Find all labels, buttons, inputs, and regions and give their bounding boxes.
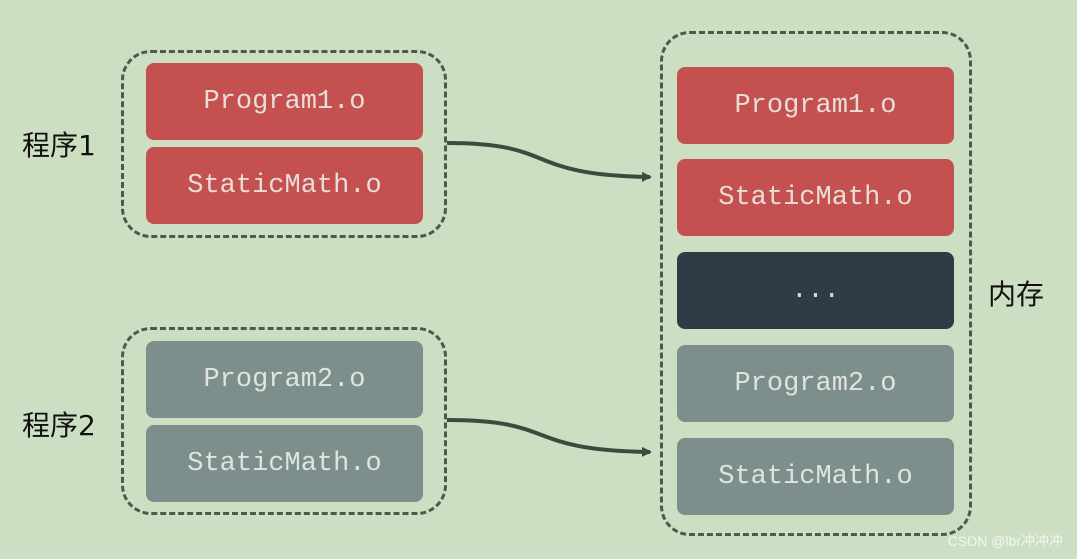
memory-ellipsis-block: ... [677, 252, 954, 329]
program2-label: 程序2 [22, 409, 96, 442]
memory-staticmath1-block: StaticMath.o [677, 159, 954, 236]
watermark: CSDN @lbr冲冲冲 [947, 533, 1063, 549]
program1-label: 程序1 [22, 129, 96, 162]
arrow-program1-to-memory [446, 141, 652, 182]
memory-group [660, 31, 972, 536]
program2-staticmath-block: StaticMath.o [146, 425, 423, 502]
program2-object-block: Program2.o [146, 341, 423, 418]
arrow-program2-to-memory [446, 418, 652, 457]
memory-label: 内存 [988, 278, 1045, 311]
program1-object-block: Program1.o [146, 63, 423, 140]
program1-staticmath-block: StaticMath.o [146, 147, 423, 224]
memory-program1-block: Program1.o [677, 67, 954, 144]
program2-group [121, 327, 447, 515]
program1-group [121, 50, 447, 238]
memory-staticmath2-block: StaticMath.o [677, 438, 954, 515]
memory-program2-block: Program2.o [677, 345, 954, 422]
